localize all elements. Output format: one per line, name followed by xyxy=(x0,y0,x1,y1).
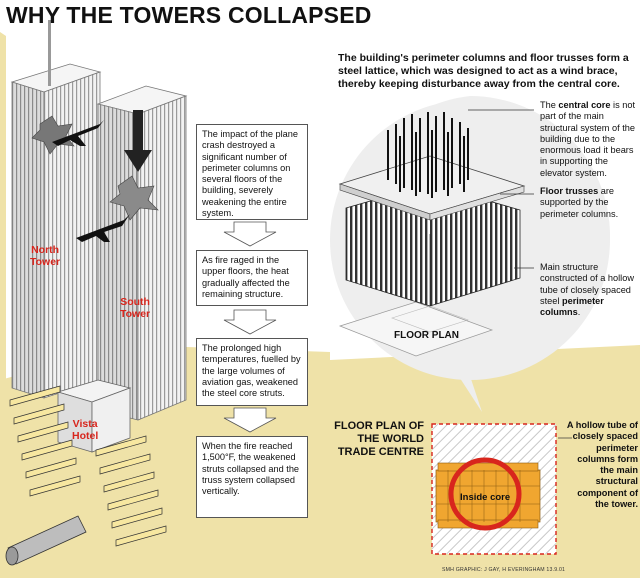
north-tower xyxy=(10,20,102,399)
down-arrow-icon xyxy=(124,110,152,172)
floor-plan-note: A hollow tube of closely spaced perimete… xyxy=(566,420,638,510)
leader-lines xyxy=(468,109,572,439)
antenna xyxy=(48,20,51,86)
graphic-credit: SMH GRAPHIC: J GAY, H EVERINGHAM 13.9.01 xyxy=(442,567,566,573)
note-floor-trusses: Floor trusses are supported by the perim… xyxy=(540,186,619,219)
vista-hotel xyxy=(56,379,132,453)
step-2: As fire raged in the upper floors, the h… xyxy=(196,250,308,306)
step-1: The impact of the plane crash destroyed … xyxy=(196,124,308,220)
south-tower-label: South Tower xyxy=(120,296,151,320)
step-3: The prolonged high temperatures, fuelled… xyxy=(196,338,308,406)
note-central-core: The central core is not part of the main… xyxy=(540,100,635,178)
intro-text: The building's perimeter columns and flo… xyxy=(338,52,629,90)
plane-icon xyxy=(52,120,130,242)
vista-hotel-label: Vista Hotel xyxy=(72,418,99,442)
basement-levels xyxy=(9,385,167,547)
note-perimeter-columns: Main structure constructed of a hollow t… xyxy=(540,262,634,318)
impact-explosion-icon xyxy=(31,115,159,221)
step-4: When the fire reached 1,500°F, the weake… xyxy=(196,436,308,518)
page-title: WHY THE TOWERS COLLAPSED xyxy=(6,2,372,28)
core-highlight-circle xyxy=(448,457,522,531)
north-tower-label: North Tower xyxy=(30,244,61,268)
inside-core-label: Inside core xyxy=(460,492,511,503)
floor-plan-plate xyxy=(338,301,494,357)
wtc-floor-plan xyxy=(431,423,557,555)
subway-pipe xyxy=(5,515,87,566)
central-core xyxy=(387,112,469,198)
step-arrows xyxy=(223,221,277,433)
floor-plan-label: FLOOR PLAN xyxy=(394,330,459,341)
floor-plan-title: FLOOR PLAN OF THE WORLD TRADE CENTRE xyxy=(334,420,424,458)
